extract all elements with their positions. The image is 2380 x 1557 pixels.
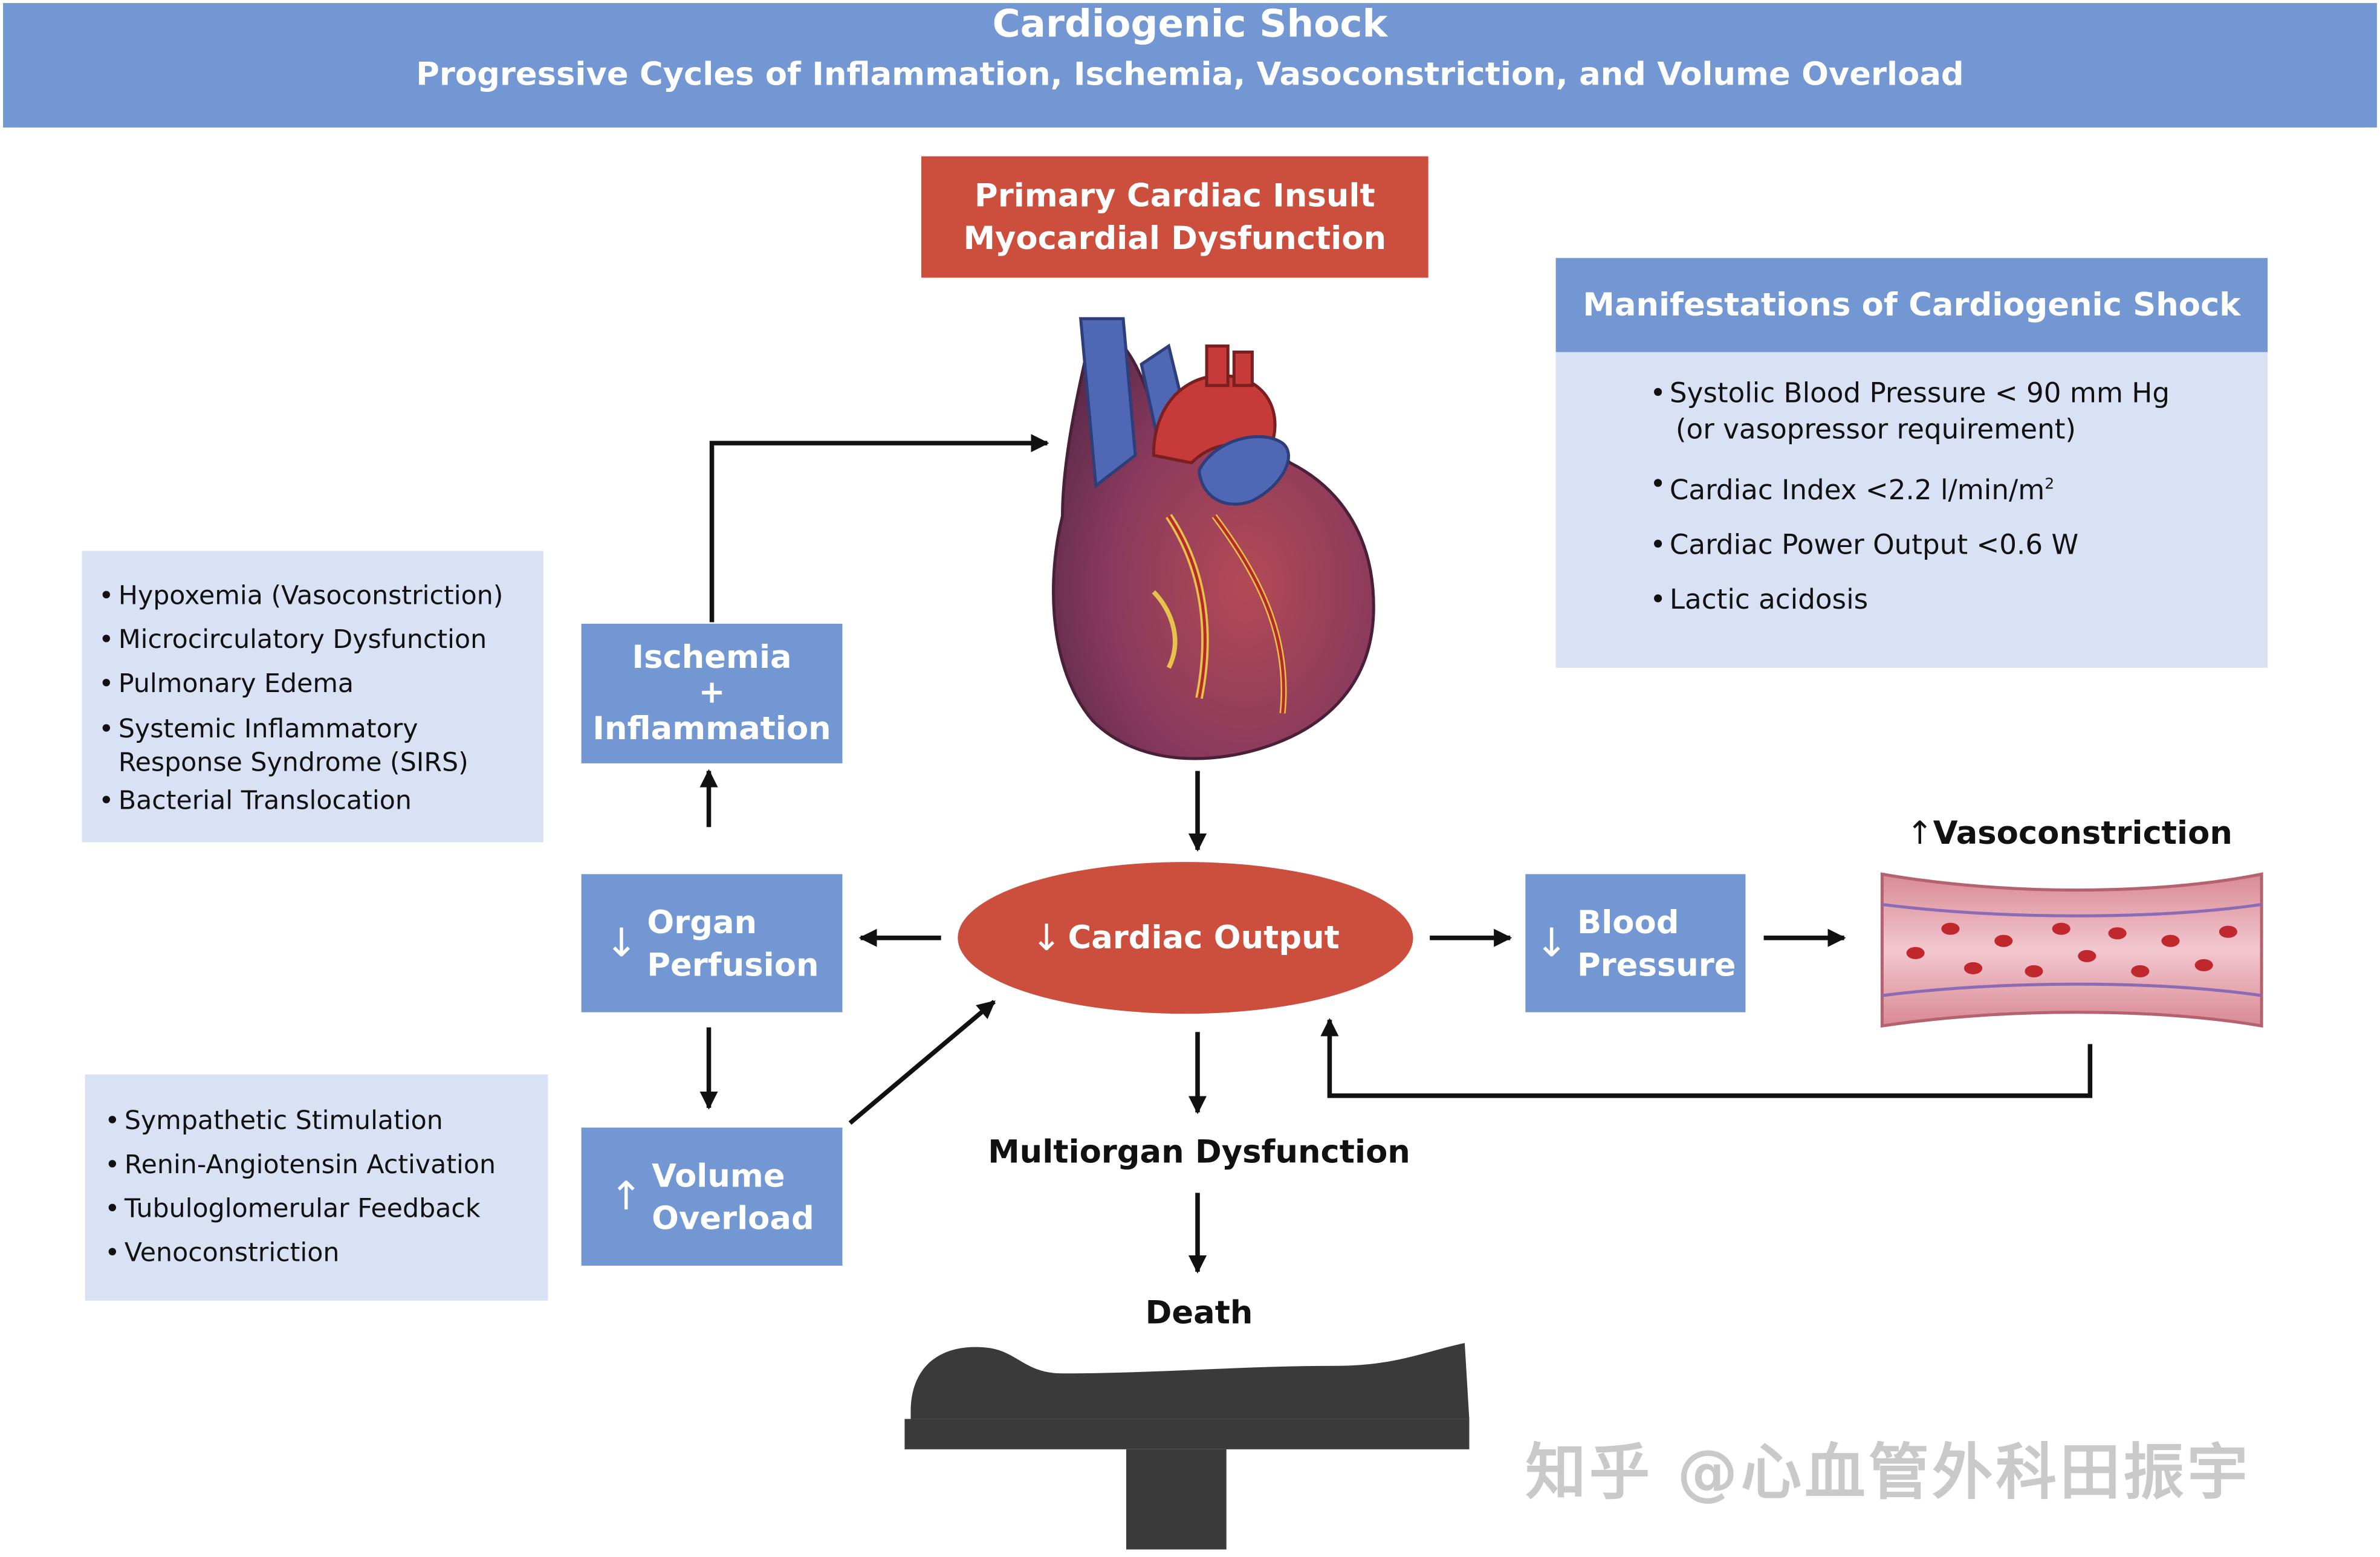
volume-effects-panel: •Sympathetic Stimulation •Renin-Angioten…: [85, 1074, 548, 1301]
primary-insult-line1: Primary Cardiac Insult: [974, 177, 1375, 215]
effect-item: •Renin-Angiotensin Activation: [105, 1150, 496, 1181]
superscript-squared: 2: [2044, 476, 2055, 494]
down-arrow-icon: ↓: [605, 920, 638, 966]
up-arrow-icon: ↑: [609, 1174, 643, 1220]
patient-silhouette-icon: [904, 1343, 1470, 1550]
down-arrow-icon: ↓: [1031, 916, 1062, 959]
manifestation-item: •Lactic acidosis: [1650, 584, 1869, 617]
watermark-text: 知乎 @心血管外科田振宇: [1525, 1439, 2251, 1509]
effect-item: •Microcirculatory Dysfunction: [99, 625, 487, 656]
blood-vessel-illustration: [1880, 872, 2263, 1028]
cardiac-output-label: Cardiac Output: [1068, 919, 1340, 956]
effect-item: •Tubuloglomerular Feedback: [105, 1194, 481, 1225]
organ-perfusion-box: ↓ Organ Perfusion: [581, 874, 843, 1012]
effect-item-continued: Response Syndrome (SIRS): [118, 748, 469, 779]
primary-insult-box: Primary Cardiac Insult Myocardial Dysfun…: [921, 156, 1428, 278]
manifestations-panel: •Systolic Blood Pressure < 90 mm Hg (or …: [1555, 352, 2268, 668]
plus-sign: +: [698, 673, 725, 711]
manifestation-item: •Cardiac Index <2.2 l/min/m2: [1650, 468, 2055, 507]
ischemia-inflammation-box: Ischemia + Inflammation: [581, 623, 843, 763]
organ-perfusion-line2: Perfusion: [647, 946, 819, 983]
header-banner: Cardiogenic Shock Progressive Cycles of …: [3, 1, 2377, 128]
blood-pressure-box: ↓ Blood Pressure: [1525, 874, 1746, 1012]
heart-illustration: [1052, 317, 1375, 760]
diagram-title: Cardiogenic Shock: [992, 1, 1388, 46]
effect-item: •Systemic Inflammatory: [99, 714, 418, 745]
volume-overload-line1: Volume: [652, 1157, 785, 1194]
organ-perfusion-line1: Organ: [647, 904, 757, 940]
effect-item: •Venoconstriction: [105, 1238, 340, 1269]
manifestations-title: Manifestations of Cardiogenic Shock: [1555, 257, 2268, 352]
effect-item: •Hypoxemia (Vasoconstriction): [99, 581, 504, 612]
down-arrow-icon: ↓: [1535, 920, 1568, 966]
blood-pressure-line1: Blood: [1577, 904, 1679, 940]
manifestation-item: •Systolic Blood Pressure < 90 mm Hg: [1650, 378, 2170, 410]
cardiac-output-ellipse: ↓ Cardiac Output: [958, 862, 1413, 1014]
volume-overload-box: ↑ Volume Overload: [581, 1127, 843, 1266]
ischemia-to-heart-arrow: [709, 434, 1049, 623]
effect-item: •Sympathetic Stimulation: [105, 1106, 443, 1137]
multiorgan-dysfunction-label: Multiorgan Dysfunction: [988, 1133, 1410, 1170]
manifestation-item-continued: (or vasopressor requirement): [1675, 414, 2077, 447]
diagram-subtitle: Progressive Cycles of Inflammation, Isch…: [416, 56, 1964, 93]
inflammation-label: Inflammation: [592, 710, 831, 747]
death-label: Death: [1145, 1294, 1253, 1331]
manifestation-item: •Cardiac Power Output <0.6 W: [1650, 529, 2079, 562]
volume-overload-line2: Overload: [652, 1199, 814, 1237]
vasoconstriction-feedback-arrow: [1320, 1018, 2093, 1098]
ischemia-label: Ischemia: [632, 639, 792, 676]
volume-to-co-arrow: [848, 1000, 996, 1125]
ischemia-effects-panel: •Hypoxemia (Vasoconstriction) •Microcirc…: [82, 551, 543, 843]
blood-pressure-line2: Pressure: [1577, 946, 1736, 983]
effect-item: •Pulmonary Edema: [99, 669, 354, 700]
primary-insult-line2: Myocardial Dysfunction: [963, 220, 1387, 257]
up-arrow-icon: ↑: [1906, 815, 1933, 852]
vasoconstriction-label: ↑Vasoconstriction: [1906, 815, 2232, 852]
effect-item: •Bacterial Translocation: [99, 786, 412, 817]
connector-arrows: [699, 434, 2093, 1274]
